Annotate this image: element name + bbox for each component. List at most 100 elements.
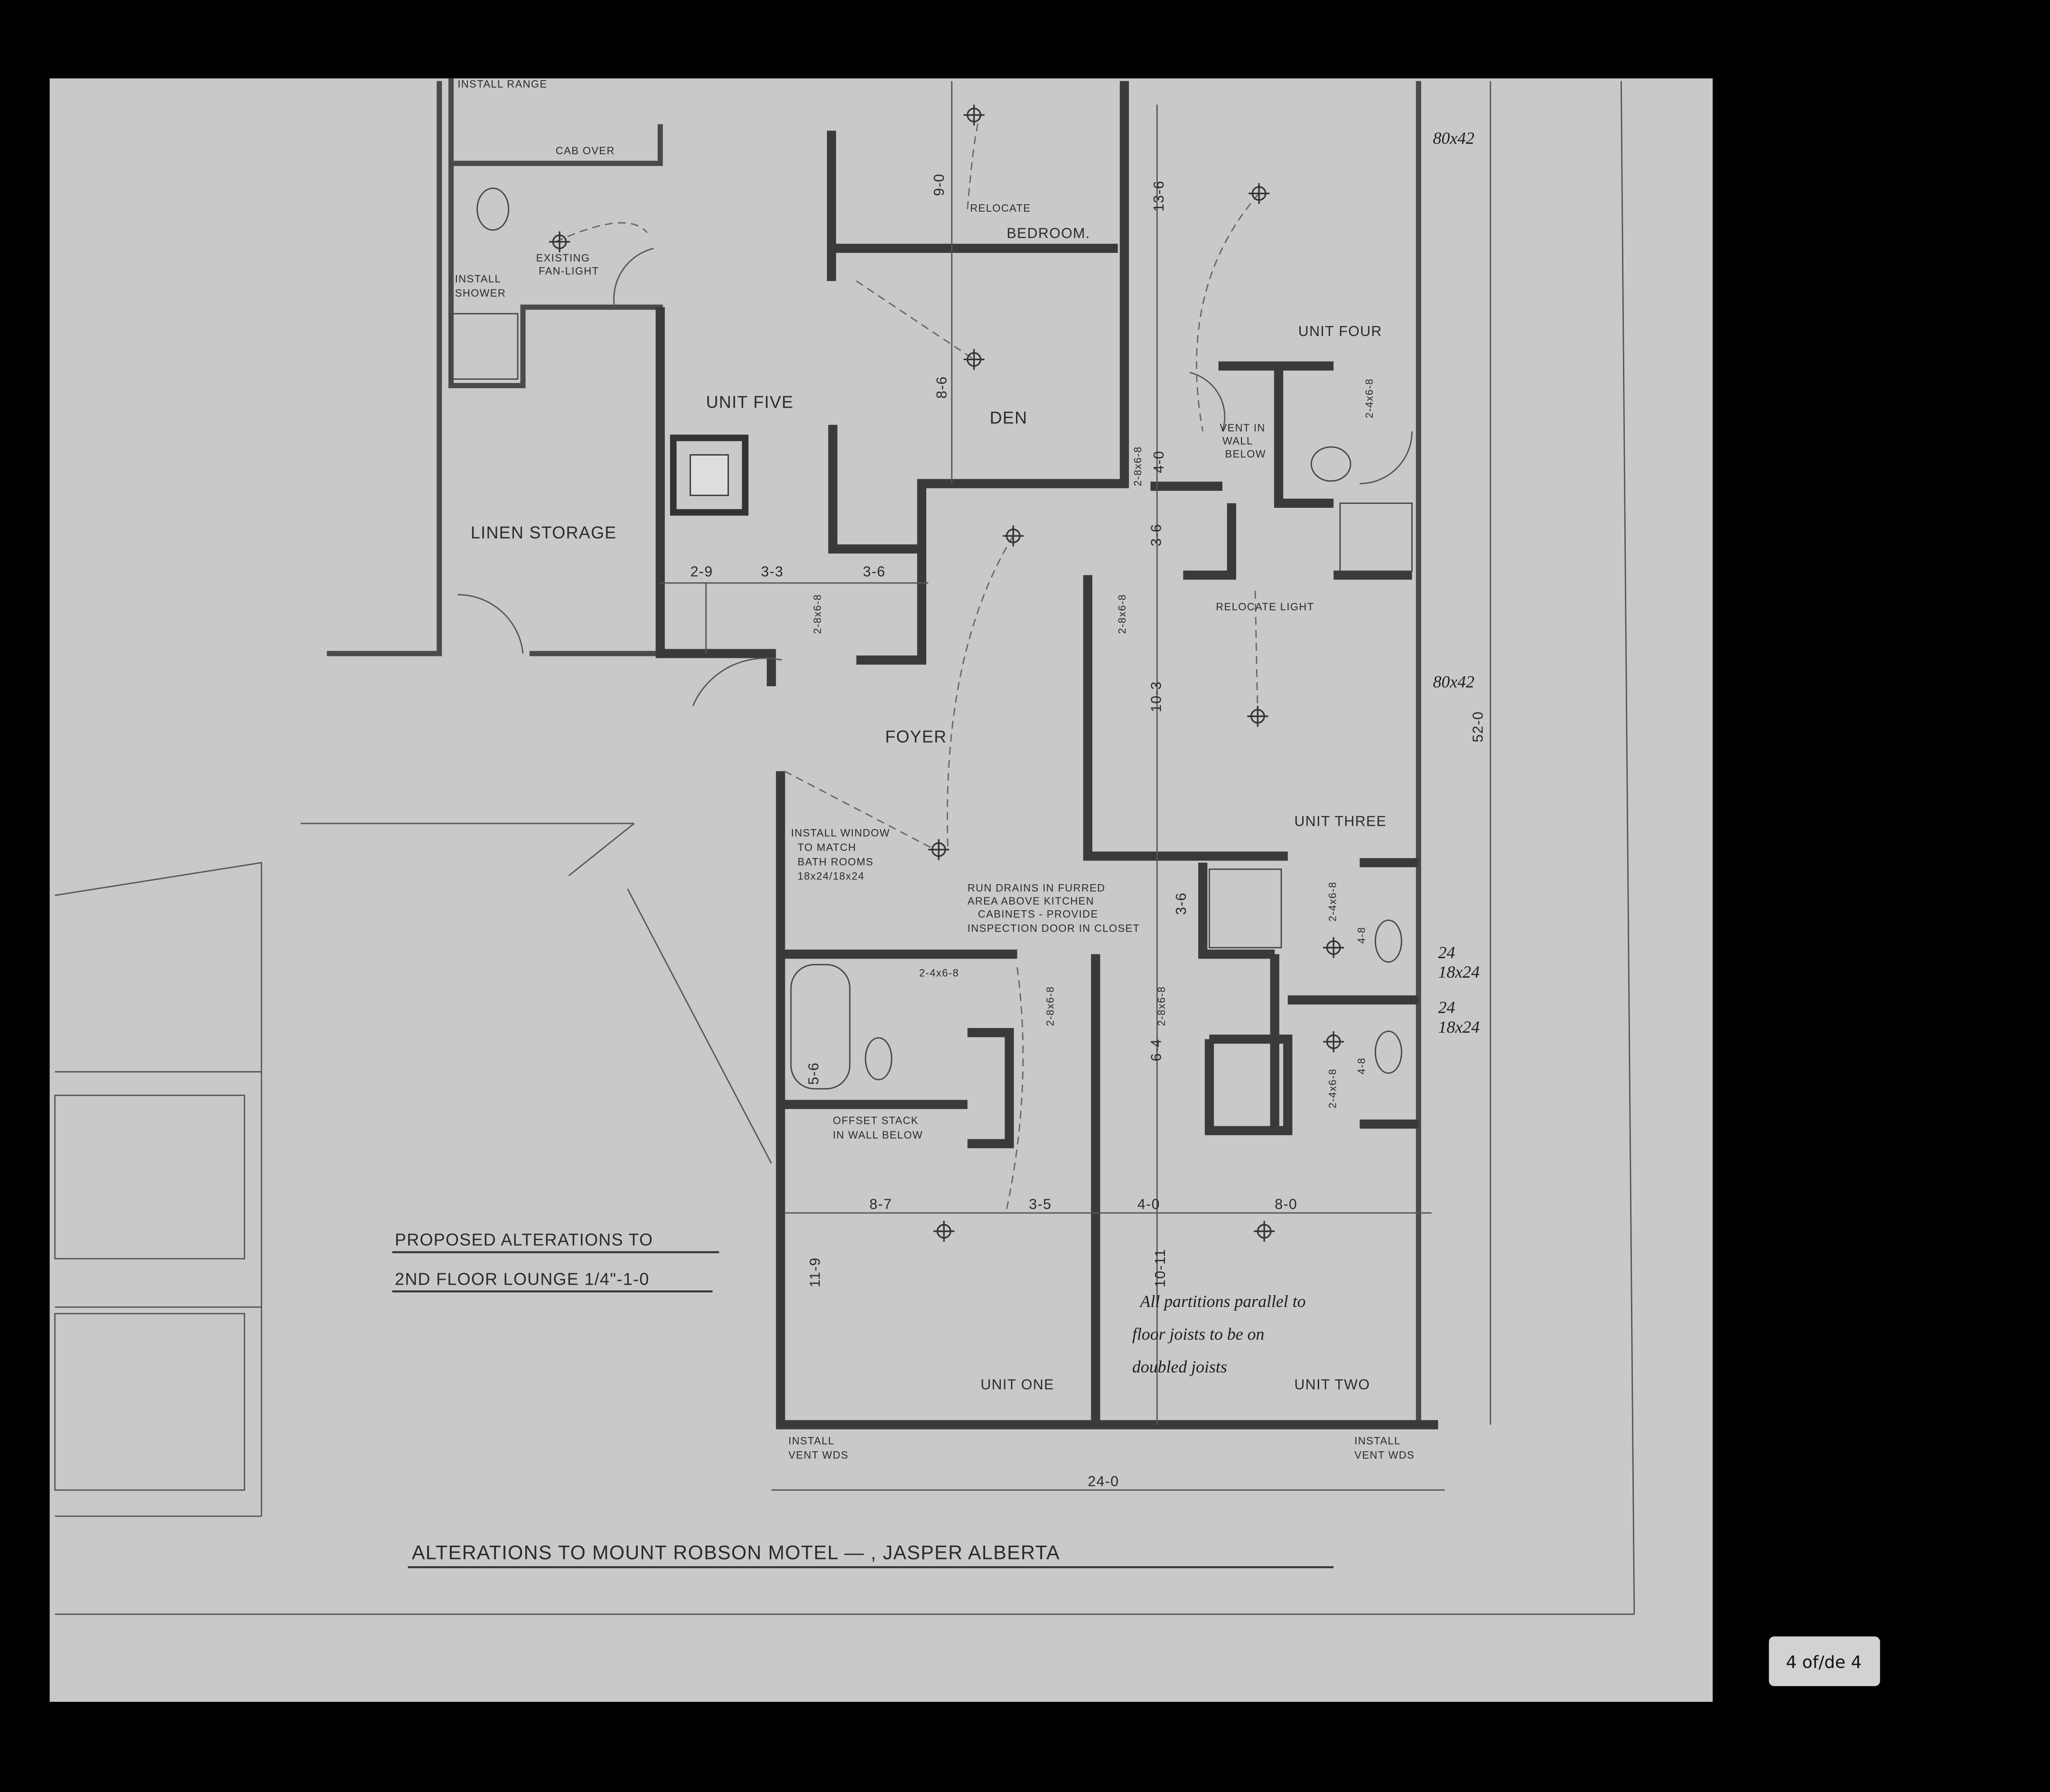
light-fixture-icon <box>1323 1031 1344 1053</box>
light-fixture-icon <box>549 231 570 252</box>
note-vent-wds-left-2: VENT WDS <box>788 1449 848 1461</box>
note-fan-light: FAN-LIGHT <box>539 265 599 277</box>
door-size-label: 2-8x6-8 <box>1155 986 1167 1026</box>
dim-9-0: 9-0 <box>932 173 947 196</box>
dim-4-8-b: 4-8 <box>1355 1057 1367 1074</box>
adjacent-structure <box>54 822 772 1517</box>
note-joists-3: doubled joists <box>1132 1357 1227 1376</box>
light-fixture-icon <box>1247 706 1268 727</box>
note-cab-over: CAB OVER <box>556 145 615 157</box>
note-vent-1: VENT IN <box>1220 422 1266 434</box>
room-label-den: DEN <box>990 408 1028 427</box>
dim-24-0: 24-0 <box>1088 1474 1119 1490</box>
drawing-title: ALTERATIONS TO MOUNT ROBSON MOTEL — , JA… <box>412 1542 1060 1564</box>
note-window-3: BATH ROOMS <box>798 856 874 868</box>
light-fixture-icon <box>933 1221 955 1242</box>
sheet-label: 4 of/de 4 <box>1769 1636 1880 1686</box>
note-window-80-a: 80x42 <box>1433 129 1475 148</box>
room-label-unit-two: UNIT TWO <box>1295 1377 1370 1393</box>
door-size-label: 2-4x6-8 <box>919 967 959 979</box>
sheet-number: 4 of/de 4 <box>1786 1652 1862 1672</box>
door-size-label: 2-8x6-8 <box>1132 446 1144 486</box>
room-label-unit-four: UNIT FOUR <box>1298 324 1382 339</box>
subtitle-line-1: PROPOSED ALTERATIONS TO <box>395 1231 653 1250</box>
note-install-shower-2: SHOWER <box>455 287 506 299</box>
note-window-24-b-size: 18x24 <box>1438 1017 1480 1036</box>
room-labels: UNIT FIVE DEN BEDROOM. LINEN STORAGE FOY… <box>471 225 1386 1393</box>
door-swings-and-wiring <box>457 114 1413 1209</box>
light-fixture-icon <box>1003 525 1024 547</box>
note-vent-wds-left-1: INSTALL <box>788 1435 834 1447</box>
dim-8-7: 8-7 <box>869 1197 892 1213</box>
light-fixture-icon <box>1323 937 1344 958</box>
note-relocate: RELOCATE <box>970 202 1031 214</box>
note-install-shower-1: INSTALL <box>455 273 501 285</box>
dim-10-11: 10-11 <box>1153 1249 1168 1288</box>
door-size-label: 2-4x6-8 <box>1327 1068 1339 1108</box>
dim-4-0: 4-0 <box>1137 1197 1160 1213</box>
note-window-1: INSTALL WINDOW <box>791 827 890 839</box>
note-vent-wds-right-2: VENT WDS <box>1354 1449 1415 1461</box>
door-size-label: 2-4x6-8 <box>1327 881 1339 921</box>
dim-8-0: 8-0 <box>1275 1197 1297 1213</box>
note-window-24-a-size: 18x24 <box>1438 962 1480 981</box>
dim-3-6-c: 3-6 <box>1174 892 1189 915</box>
light-fixture-icon <box>928 839 950 860</box>
border-line <box>1620 81 1635 1615</box>
dim-8-6: 8-6 <box>934 376 950 399</box>
paper-sheet <box>49 78 1713 1702</box>
dim-13-6: 13-6 <box>1151 180 1167 212</box>
note-window-4: 18x24/18x24 <box>798 870 865 882</box>
note-vent-3: BELOW <box>1225 448 1266 460</box>
dim-11-9: 11-9 <box>807 1257 823 1288</box>
note-vent-2: WALL <box>1222 435 1253 447</box>
light-fixture-icon <box>963 104 985 126</box>
note-window-24-b: 24 <box>1438 998 1455 1017</box>
note-drains-1: RUN DRAINS IN FURRED <box>968 882 1106 894</box>
door-size-label: 2-4x6-8 <box>1363 378 1375 418</box>
note-offset-1: OFFSET STACK <box>833 1115 919 1127</box>
room-label-foyer: FOYER <box>885 727 947 746</box>
note-install-range: INSTALL RANGE <box>457 78 547 90</box>
door-size-label: 2-8x6-8 <box>811 594 823 634</box>
annotations: INSTALL RANGE CAB OVER EXISTING FAN-LIGH… <box>455 78 1480 1461</box>
dim-3-6-b: 3-6 <box>1149 523 1165 546</box>
light-fixture-icon <box>963 349 985 370</box>
note-joists-1: All partitions parallel to <box>1139 1292 1305 1311</box>
dim-6-4: 6-4 <box>1149 1038 1165 1061</box>
note-drains-3: CABINETS - PROVIDE <box>978 908 1099 920</box>
dim-3-6-a: 3-6 <box>863 564 885 580</box>
dim-5-6: 5-6 <box>806 1062 822 1085</box>
dimension-labels: 9-0 13-6 8-6 2-9 3-3 3-6 3-6 4-0 10-3 52… <box>690 173 1486 1489</box>
room-label-unit-one: UNIT ONE <box>980 1377 1054 1393</box>
dimension-lines <box>660 81 1445 1491</box>
note-window-24-a: 24 <box>1438 943 1455 962</box>
note-vent-wds-right-1: INSTALL <box>1354 1435 1400 1447</box>
dim-2-9: 2-9 <box>690 564 713 580</box>
walls <box>326 78 1438 1429</box>
note-drains-4: INSPECTION DOOR IN CLOSET <box>968 923 1140 934</box>
dim-10-3: 10-3 <box>1149 681 1165 712</box>
dim-3-3: 3-3 <box>761 564 783 580</box>
note-drains-2: AREA ABOVE KITCHEN <box>968 895 1094 907</box>
subtitle-line-2: 2ND FLOOR LOUNGE 1/4"-1-0 <box>395 1269 650 1288</box>
dim-4-0-vertical: 4-0 <box>1151 450 1167 473</box>
title-block: PROPOSED ALTERATIONS TO 2ND FLOOR LOUNGE… <box>392 1231 1334 1568</box>
note-window-80-b: 80x42 <box>1433 672 1475 691</box>
dim-3-5: 3-5 <box>1029 1197 1052 1213</box>
dim-4-8-a: 4-8 <box>1355 927 1367 944</box>
room-label-bedroom: BEDROOM. <box>1006 225 1090 241</box>
dim-52-0: 52-0 <box>1470 711 1486 742</box>
light-fixture-icon <box>1249 183 1270 204</box>
note-joists-2: floor joists to be on <box>1132 1325 1264 1344</box>
door-size-label: 2-8x6-8 <box>1116 594 1128 634</box>
note-window-2: TO MATCH <box>798 841 857 853</box>
light-fixture-icons <box>549 104 1344 1242</box>
door-size-label: 2-8x6-8 <box>1044 986 1056 1026</box>
note-relocate-light: RELOCATE LIGHT <box>1216 601 1314 613</box>
room-label-linen-storage: LINEN STORAGE <box>471 523 617 542</box>
note-existing: EXISTING <box>536 252 590 264</box>
room-label-unit-five: UNIT FIVE <box>706 392 794 411</box>
light-fixture-icon <box>1254 1221 1275 1242</box>
